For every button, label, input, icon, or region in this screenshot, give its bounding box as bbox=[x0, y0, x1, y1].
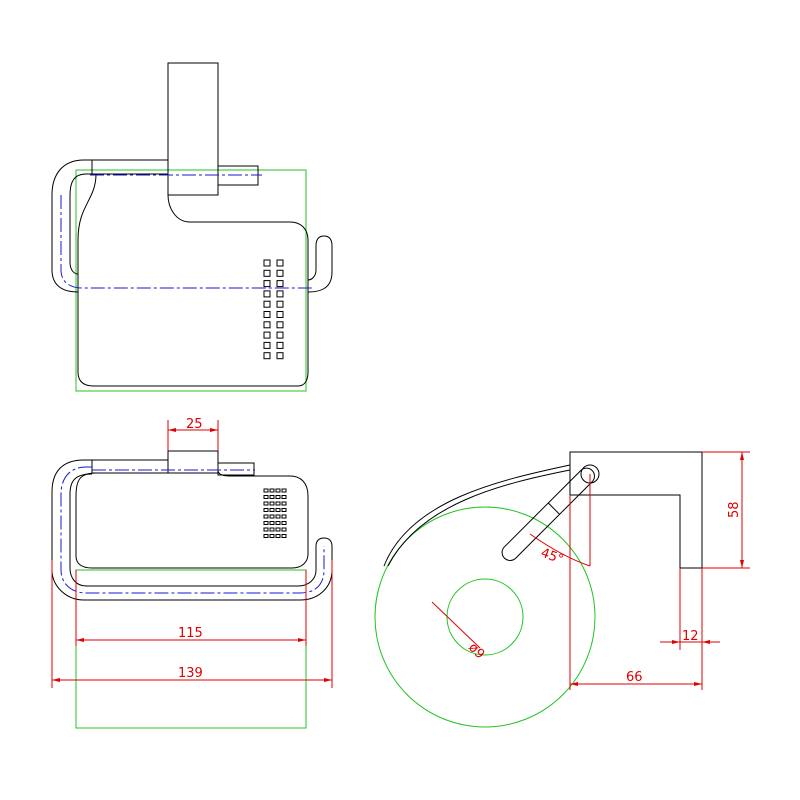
vent-grid-plan bbox=[263, 488, 287, 538]
dim-label-angle: 45° bbox=[539, 546, 566, 568]
vent-square bbox=[275, 514, 281, 519]
vent-square bbox=[275, 495, 281, 499]
front-elevation-view bbox=[51, 62, 333, 392]
dim-label-139: 139 bbox=[178, 666, 203, 681]
vent-square bbox=[281, 508, 287, 512]
vent-square bbox=[263, 514, 269, 519]
handle-loop-left-inner bbox=[69, 173, 92, 275]
vent-square bbox=[263, 495, 269, 499]
vent-square bbox=[275, 488, 281, 493]
construction-box bbox=[75, 169, 307, 392]
vent-square bbox=[275, 534, 281, 538]
vent-square bbox=[281, 521, 287, 525]
vent-square bbox=[269, 521, 275, 525]
vent-square bbox=[281, 527, 287, 532]
wall-plate bbox=[167, 62, 219, 196]
vent-square bbox=[276, 311, 284, 318]
plan-loop-outer bbox=[51, 459, 333, 601]
vent-square bbox=[263, 501, 269, 506]
dim-plate-width: 25 bbox=[167, 417, 219, 451]
cover-body bbox=[77, 173, 309, 387]
dim-angle-arc bbox=[529, 533, 591, 567]
vent-square bbox=[263, 508, 269, 512]
dim-diameter-line bbox=[431, 601, 481, 649]
dim-depth: 66 bbox=[569, 495, 702, 690]
vent-square bbox=[263, 311, 271, 318]
vent-square bbox=[263, 352, 271, 360]
vent-square bbox=[281, 501, 287, 506]
dim-height: 58 bbox=[702, 451, 750, 569]
vent-square bbox=[281, 495, 287, 499]
vent-square bbox=[263, 280, 271, 288]
plan-top-rod bbox=[91, 459, 169, 474]
vent-square bbox=[263, 269, 271, 277]
vent-square bbox=[269, 527, 275, 532]
dim-overall-width: 139 bbox=[51, 560, 333, 688]
vent-square bbox=[263, 331, 271, 339]
dim-inner-width: 115 bbox=[75, 570, 307, 646]
vent-square bbox=[275, 508, 281, 512]
construction-box-lower bbox=[75, 569, 307, 729]
dim-label-12: 12 bbox=[682, 629, 699, 644]
vent-square bbox=[269, 488, 275, 493]
vent-square bbox=[263, 321, 271, 329]
plan-cover bbox=[75, 469, 309, 569]
vent-grid-front bbox=[263, 259, 284, 360]
side-cover-curve-inner bbox=[387, 469, 571, 567]
dim-label-115: 115 bbox=[178, 626, 203, 641]
dim-label-58: 58 bbox=[727, 501, 742, 518]
vent-square bbox=[263, 527, 269, 532]
vent-square bbox=[269, 508, 275, 512]
vent-square bbox=[263, 488, 269, 493]
vent-square bbox=[263, 534, 269, 538]
vent-square bbox=[276, 280, 284, 288]
vent-square bbox=[276, 321, 284, 329]
roll-core-circle bbox=[446, 578, 524, 656]
side-cover-curve bbox=[383, 464, 571, 567]
vent-square bbox=[275, 527, 281, 532]
vent-square bbox=[276, 290, 284, 298]
vent-square bbox=[263, 290, 271, 298]
dim-label-diameter: ø9 bbox=[465, 640, 487, 662]
swing-arm bbox=[501, 467, 595, 561]
vent-square bbox=[269, 514, 275, 519]
vent-square bbox=[263, 300, 271, 308]
dim-label-66: 66 bbox=[626, 670, 643, 685]
vent-square bbox=[281, 488, 287, 493]
vent-square bbox=[275, 501, 281, 506]
vent-square bbox=[275, 521, 281, 525]
dim-wall-offset: 12 bbox=[660, 568, 720, 690]
side-elevation-view: ø9 45° 58 12 66 bbox=[374, 451, 750, 728]
vent-square bbox=[269, 534, 275, 538]
vent-square bbox=[276, 300, 284, 308]
vent-square bbox=[281, 514, 287, 519]
plan-axle-pin bbox=[217, 462, 255, 476]
vent-square bbox=[263, 521, 269, 525]
vent-square bbox=[276, 341, 284, 349]
centerline-loop bbox=[60, 195, 312, 289]
plan-view: 25 115 139 bbox=[51, 417, 333, 729]
plan-centerline bbox=[60, 466, 325, 594]
top-rod bbox=[91, 159, 169, 175]
vent-square bbox=[281, 534, 287, 538]
hook-right bbox=[307, 235, 333, 293]
vent-square bbox=[276, 259, 284, 267]
vent-square bbox=[276, 331, 284, 339]
vent-square bbox=[263, 341, 271, 349]
dim-label-25: 25 bbox=[186, 417, 203, 432]
roll-outer-circle bbox=[374, 506, 596, 728]
vent-square bbox=[269, 495, 275, 499]
vent-square bbox=[276, 269, 284, 277]
vent-square bbox=[269, 501, 275, 506]
handle-loop-left bbox=[51, 159, 92, 293]
vent-square bbox=[276, 352, 284, 360]
vent-square bbox=[263, 259, 271, 267]
